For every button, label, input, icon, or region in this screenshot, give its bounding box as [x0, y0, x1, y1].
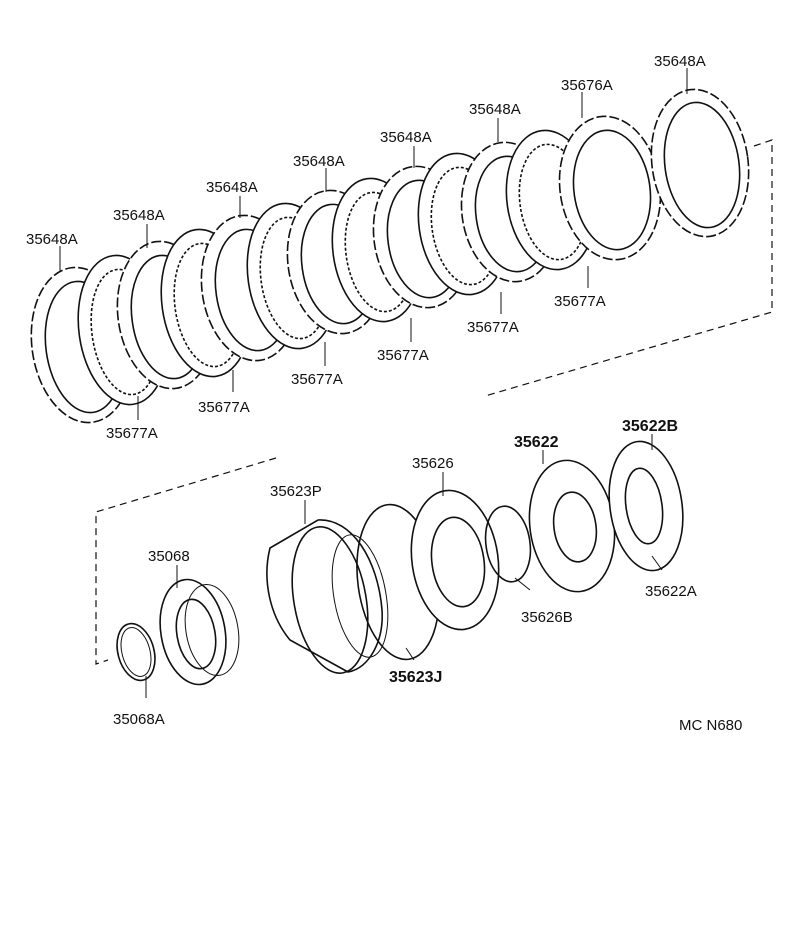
part-label-35648A: 35648A	[26, 231, 78, 248]
clutch-pack	[30, 88, 750, 424]
part-label-35648A: 35648A	[293, 153, 345, 170]
diagram-code: MC N680	[679, 717, 742, 734]
part-label-35677A: 35677A	[291, 371, 343, 388]
clutch-end-plate	[650, 88, 750, 238]
part-label-35677A: 35677A	[554, 293, 606, 310]
part-label-35677A: 35677A	[198, 399, 250, 416]
washer-35622B	[608, 440, 684, 572]
part-label-35648A: 35648A	[206, 179, 258, 196]
part-label-35677A: 35677A	[467, 319, 519, 336]
part-label-35623J: 35623J	[389, 669, 442, 686]
part-label-35622B: 35622B	[622, 418, 678, 435]
part-label-35623P: 35623P	[270, 483, 322, 500]
part-label-35068A: 35068A	[113, 711, 165, 728]
part-label-35677A: 35677A	[377, 347, 429, 364]
part-label-35677A: 35677A	[106, 425, 158, 442]
part-label-35626B: 35626B	[521, 609, 573, 626]
part-label-35648A: 35648A	[654, 53, 706, 70]
o-ring-35626B	[484, 505, 532, 583]
bearing-assembly	[159, 578, 240, 686]
part-label-35648A: 35648A	[469, 101, 521, 118]
part-label-35068: 35068	[148, 548, 190, 565]
assembly-dashed-lines	[95, 139, 773, 665]
part-label-35676A: 35676A	[561, 77, 613, 94]
clutch-drum	[266, 519, 389, 674]
leader-lines	[59, 68, 688, 698]
piston-35626	[410, 489, 500, 631]
part-label-35626: 35626	[412, 455, 454, 472]
part-label-35648A: 35648A	[380, 129, 432, 146]
part-labels: 35648A 35648A 35648A 35648A 35648A 35648…	[26, 53, 706, 728]
part-label-35622A: 35622A	[645, 583, 697, 600]
part-label-35622: 35622	[514, 434, 559, 451]
retainer-35622	[528, 459, 616, 593]
snap-ring	[116, 622, 156, 682]
part-label-35648A: 35648A	[113, 207, 165, 224]
